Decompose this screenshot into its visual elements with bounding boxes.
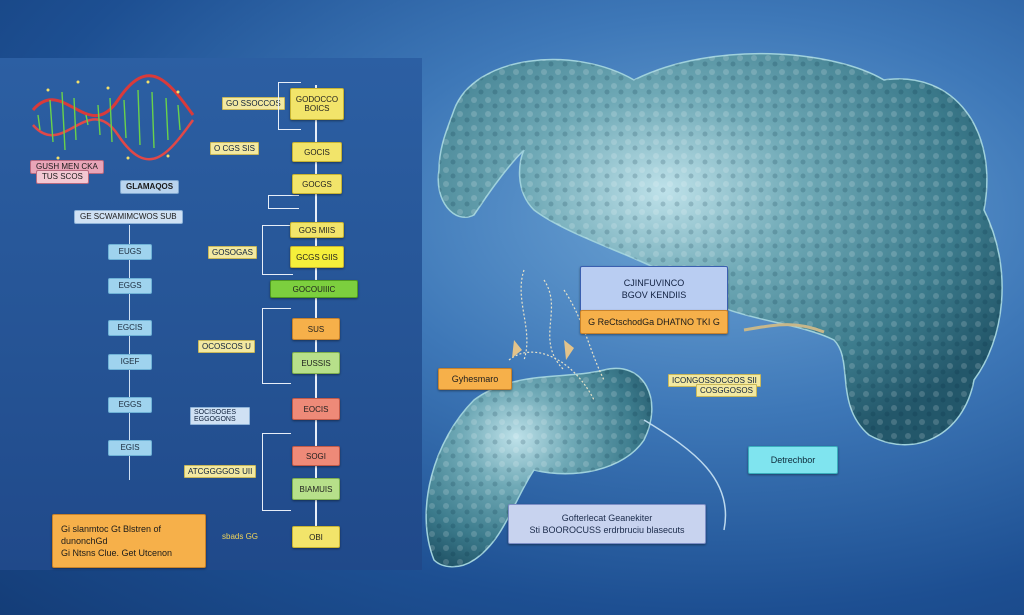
yellow-label-2: COSGGOSOS (696, 384, 757, 397)
chip-6: EGIS (108, 440, 152, 456)
flow-box-10: SOGI (292, 446, 340, 466)
bottom-box-line-2: Sti BOOROCUSS erdrbruciu blasecuts (529, 525, 685, 535)
flow-box-1: GODOCCO BOICS (290, 88, 344, 120)
side-note-5: SOCISOGES EGGOGONS (190, 407, 250, 425)
side-note-4: OCOSCOS U (198, 340, 255, 353)
flow-box-2: GOCIS (292, 142, 342, 162)
chip-2: EGGS (108, 278, 152, 294)
chip-3: EGCIS (108, 320, 152, 336)
bottom-box: Gofterlecat Geanekiter Sti BOOROCUSS erd… (508, 504, 706, 544)
bracket-5 (262, 433, 291, 511)
footer-line-1: Gi slanmtoc Gt Blstren of (61, 524, 162, 534)
footer-line-2: dunonchGd (61, 536, 108, 546)
side-note-2: O CGS SIS (210, 142, 259, 155)
bracket-3 (262, 225, 293, 275)
info-panel-line-2: BGOV KENDIIS (621, 290, 687, 300)
flow-box-7: SUS (292, 318, 340, 340)
footer-box: Gi slanmtoc Gt Blstren of dunonchGd Gi N… (52, 514, 206, 568)
flow-spine (315, 85, 317, 545)
flow-box-4: GOS MIIS (290, 222, 344, 238)
side-note-3: GOSOGAS (208, 246, 257, 259)
orange-banner: G ReCtschodGa DHATNO TKI G (580, 310, 728, 334)
flow-box-3: GOCGS (292, 174, 342, 194)
dna-caption-2: TUS SCOS (36, 170, 89, 184)
bracket-2 (268, 195, 299, 209)
footer-line-3: Gi Ntsns Clue. Get Utcenon (61, 548, 173, 558)
bracket-4 (262, 308, 291, 384)
chip-connector (129, 225, 130, 480)
info-panel-line-1: CJINFUVINCO (623, 278, 685, 288)
gy-label: Gyhesmaro (438, 368, 512, 390)
bottom-box-line-1: Gofterlecat Geanekiter (561, 513, 653, 523)
flow-box-8: EUSSIS (292, 352, 340, 374)
side-note-6: ATCGGGGOS UII (184, 465, 257, 478)
chip-1: EUGS (108, 244, 152, 260)
dna-helix-icon (31, 74, 195, 161)
info-panel: CJINFUVINCO BGOV KENDIIS (580, 266, 728, 312)
flow-box-6: GOCOUIIIC (270, 280, 358, 298)
chip-5: EGGS (108, 397, 152, 413)
chip-4: IGEF (108, 354, 152, 370)
footer-note: sbads GG (222, 532, 259, 541)
protein-structure-icon (425, 52, 1003, 568)
side-note-1: GO SSOCCOS (222, 97, 285, 110)
flow-box-11: BIAMUIS (292, 478, 340, 500)
bracket-1 (278, 82, 301, 130)
stack-title: GLAMAQOS (120, 180, 180, 194)
stack-header: GE SCWAMIMCWOS SUB (74, 210, 183, 224)
cyan-label: Detrechbor (748, 446, 838, 474)
flow-box-12: OBI (292, 526, 340, 548)
flow-box-5: GCGS GIIS (290, 246, 344, 268)
flow-box-9: EOCIS (292, 398, 340, 420)
